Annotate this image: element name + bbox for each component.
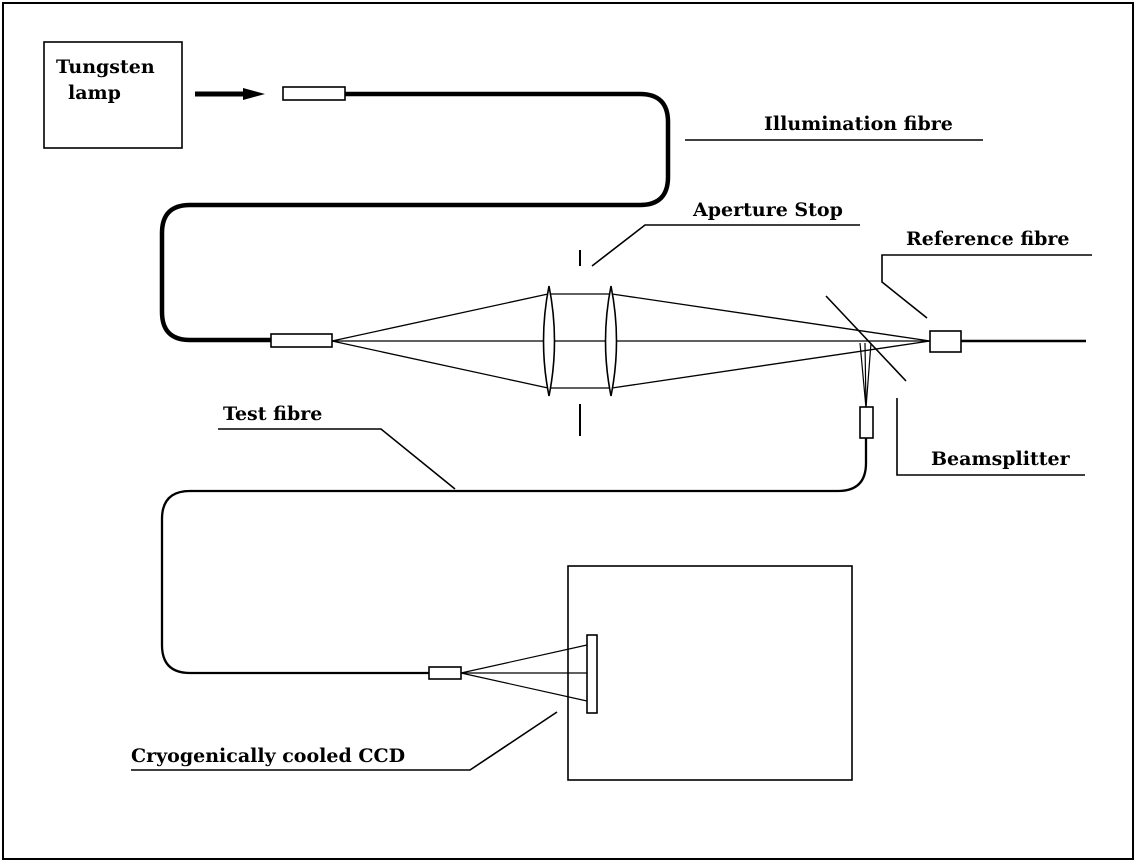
aperture-stop-label: Aperture Stop <box>692 199 843 221</box>
light-arrow <box>195 88 265 100</box>
illumination-fibre-label: Illumination fibre <box>764 113 953 135</box>
beamsplitter-label: Beamsplitter <box>931 448 1071 470</box>
ccd-fibre-connector <box>428 666 462 680</box>
fibre-connector-output <box>270 333 333 348</box>
tungsten-lamp: Tungsten lamp <box>43 41 183 149</box>
ccd-label: Cryogenically cooled CCD <box>131 745 405 767</box>
reference-fibre-connector <box>929 330 962 353</box>
reference-fibre: Reference fibre <box>881 228 1092 353</box>
lens-2 <box>604 285 618 397</box>
ccd-housing <box>567 565 853 781</box>
test-fibre-connector <box>859 406 874 439</box>
lamp-label-line2: lamp <box>68 82 121 104</box>
illumination-fibre-callout: Illumination fibre <box>685 113 983 141</box>
reference-fibre-label: Reference fibre <box>906 228 1070 250</box>
ccd-camera: Cryogenically cooled CCD <box>131 565 853 781</box>
ccd-detector <box>586 634 598 714</box>
beamsplitter: Beamsplitter <box>825 295 1085 476</box>
illumination-fibre <box>159 86 671 348</box>
aperture-stop: Aperture Stop <box>579 199 860 436</box>
fibre-connector-input <box>282 86 346 101</box>
lens-1 <box>542 285 556 397</box>
test-fibre-label: Test fibre <box>223 403 322 425</box>
test-fibre: Test fibre <box>160 403 874 680</box>
lamp-label-line1: Tungsten <box>56 56 155 78</box>
